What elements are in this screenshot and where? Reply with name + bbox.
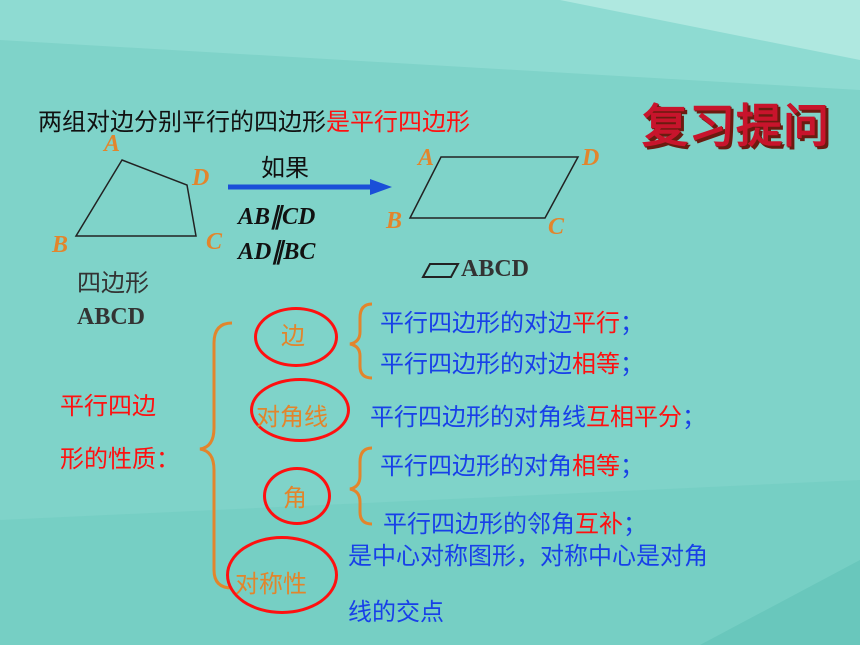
- quad-label-c: C: [206, 229, 223, 255]
- quad-label-b: B: [52, 232, 69, 258]
- definition-part1: 两组对边分别平行的四边形: [38, 108, 326, 136]
- side-property-1: 平行四边形的对边平行；: [380, 309, 644, 337]
- quad-name-line2: ABCD: [77, 304, 146, 330]
- side-brace: [349, 302, 373, 380]
- definition: 两组对边分别平行的四边形是平行四边形: [38, 102, 470, 137]
- condition-ad-bc: AD∥BC: [238, 239, 316, 265]
- parallelogram-shape: [408, 156, 580, 219]
- side-oval: [254, 307, 338, 367]
- para-label-d: D: [582, 145, 600, 171]
- angle-oval-label: 角: [283, 484, 307, 512]
- side-oval-label: 边: [281, 322, 305, 350]
- diagonal-property: 平行四边形的对角线互相平分；: [370, 403, 706, 431]
- arrow-label: 如果: [261, 154, 309, 182]
- angle-oval: [263, 467, 331, 525]
- quad-label-d: D: [192, 165, 210, 191]
- quadrilateral-shape: [74, 159, 197, 237]
- symmetry-oval-label: 对称性: [235, 570, 307, 598]
- quad-label-a: A: [104, 131, 121, 157]
- symmetry-property-line1: 是中心对称图形，对称中心是对角: [348, 542, 708, 570]
- para-name: ABCD: [461, 256, 530, 282]
- page-title: 复习提问: [642, 99, 830, 153]
- side-property-2: 平行四边形的对边相等；: [380, 350, 644, 378]
- para-label-a: A: [418, 145, 435, 171]
- symmetry-property-line2: 线的交点: [348, 598, 444, 626]
- angle-property-2: 平行四边形的邻角互补；: [383, 510, 647, 538]
- parallelogram-symbol-icon: [421, 263, 460, 278]
- properties-label-line1: 平行四边: [60, 392, 156, 420]
- symmetry-oval: [226, 536, 338, 614]
- quad-name-line1: 四边形: [77, 269, 149, 297]
- para-label-c: C: [548, 214, 565, 240]
- arrow-head: [370, 179, 392, 195]
- para-label-b: B: [386, 208, 403, 234]
- angle-brace: [349, 446, 373, 526]
- definition-part2: 是平行四边形: [326, 108, 470, 136]
- properties-brace: [199, 321, 233, 590]
- diagonal-oval-label: 对角线: [256, 403, 328, 431]
- diagonal-oval: [250, 378, 350, 442]
- condition-ab-cd: AB∥CD: [238, 204, 316, 230]
- angle-property-1: 平行四边形的对角相等；: [380, 452, 644, 480]
- properties-label-line2: 形的性质：: [60, 445, 180, 473]
